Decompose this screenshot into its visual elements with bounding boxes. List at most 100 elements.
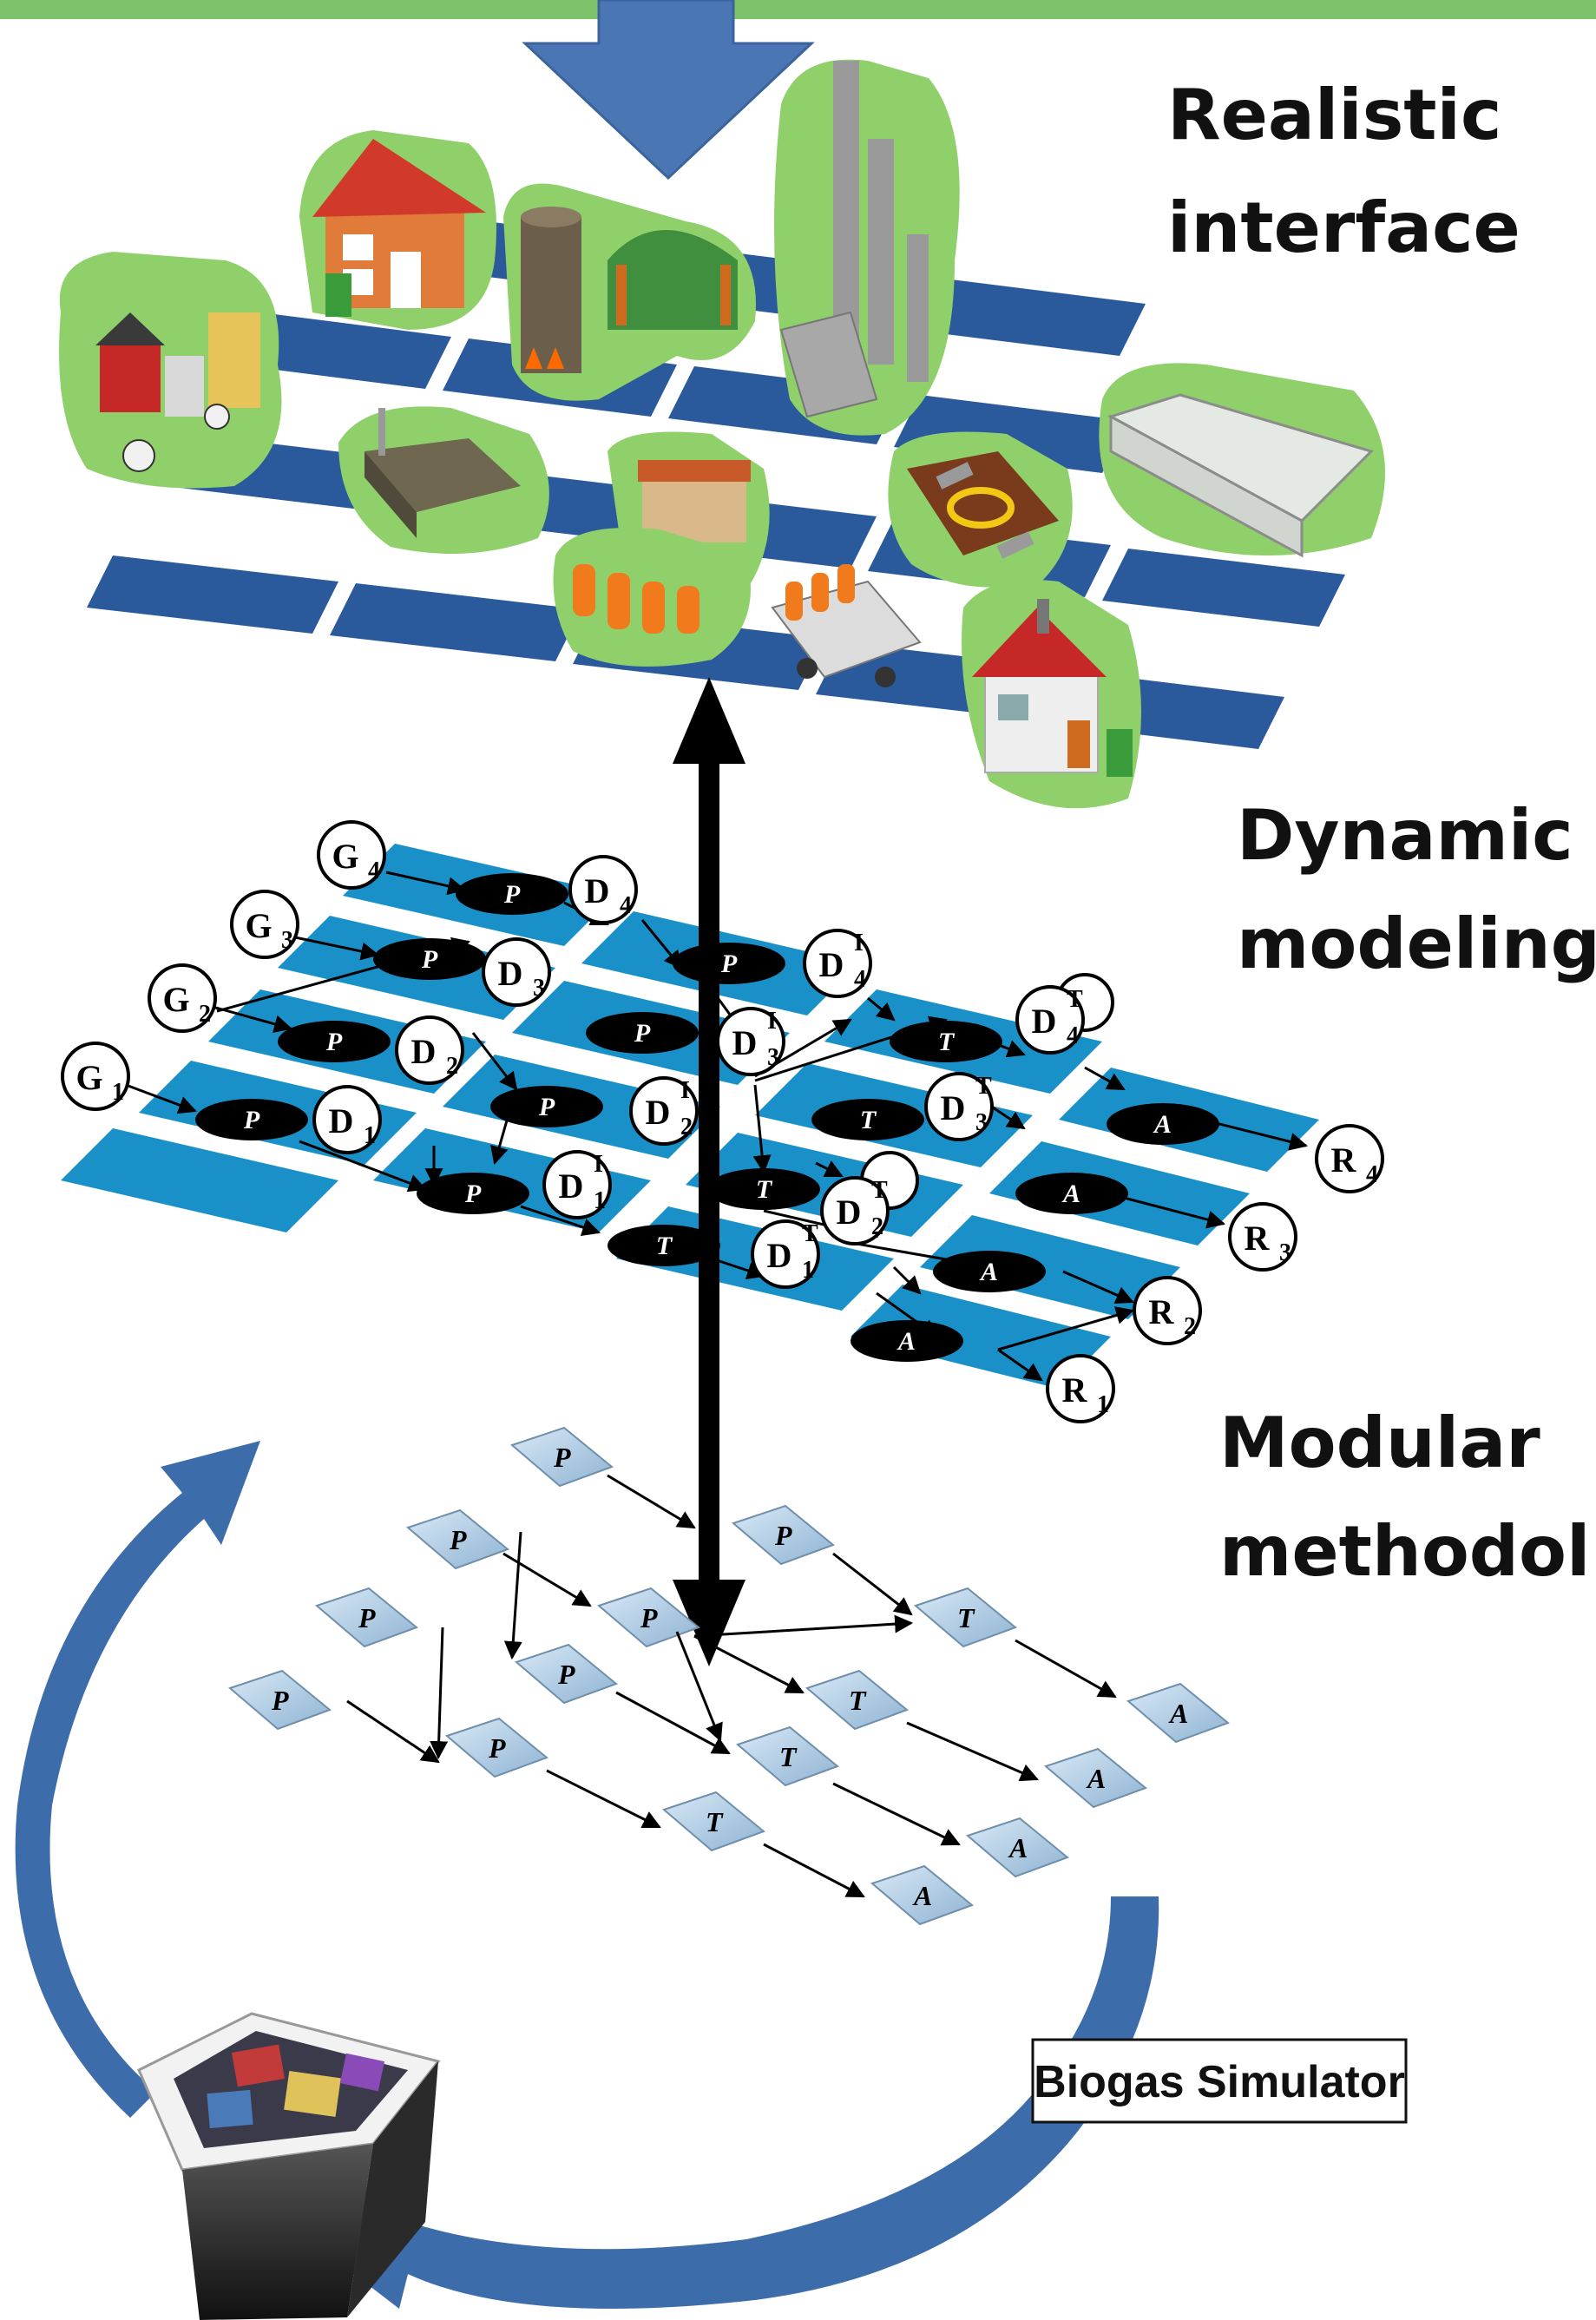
svg-text:1: 1: [112, 1079, 124, 1106]
small-house-icon: [962, 580, 1141, 809]
svg-text:D: D: [941, 1088, 966, 1127]
svg-text:I: I: [680, 1077, 690, 1104]
proc-P6: P: [490, 1086, 603, 1127]
chip-A4: A: [1126, 1682, 1230, 1744]
truck-icon: [771, 564, 922, 687]
svg-text:4: 4: [620, 892, 632, 919]
chip-T2: T: [736, 1725, 839, 1787]
node-D1-prime: DI1: [542, 1150, 612, 1219]
layer-title-modular-line2: methodol: [1219, 1511, 1590, 1592]
chip-A2: A: [966, 1817, 1069, 1878]
node-D2-prime: DI2: [629, 1076, 699, 1146]
svg-text:P: P: [720, 950, 738, 978]
layer-title-realistic: Realistic interface: [1167, 75, 1526, 268]
svg-text:T: T: [706, 1806, 724, 1837]
vertical-double-arrow-icon: [673, 677, 745, 1666]
svg-text:I: I: [854, 930, 864, 956]
svg-text:D: D: [585, 871, 610, 910]
proc-T3: T: [811, 1099, 924, 1140]
svg-text:2: 2: [199, 1001, 211, 1028]
svg-text:T: T: [871, 1177, 888, 1204]
svg-text:A: A: [1061, 1180, 1080, 1208]
svg-text:2: 2: [871, 1213, 883, 1240]
node-D2-T: DT2: [820, 1151, 919, 1245]
svg-text:3: 3: [1279, 1239, 1291, 1266]
proc-T2: T: [707, 1168, 820, 1210]
proc-P4: P: [456, 873, 568, 915]
svg-text:D: D: [498, 954, 523, 993]
svg-text:4: 4: [854, 966, 866, 993]
svg-text:P: P: [538, 1093, 555, 1121]
touch-table-icon: [137, 2012, 441, 2320]
realistic-interface-layer: Realistic interface: [59, 59, 1526, 809]
layer-title-realistic-line2: interface: [1167, 187, 1520, 268]
chip-A1: A: [870, 1864, 974, 1926]
svg-text:3: 3: [281, 927, 293, 954]
biogas-simulator-label: Biogas Simulator: [1031, 2038, 1408, 2124]
node-D1-T: DT1: [751, 1219, 820, 1289]
svg-text:2: 2: [446, 1053, 458, 1080]
modular-methodology-layer: P P P P P T P P T A P T A T A A: [228, 1403, 1590, 1926]
svg-text:P: P: [488, 1732, 506, 1764]
svg-text:P: P: [553, 1442, 571, 1473]
cycle-arrows-icon: [15, 1441, 1159, 2309]
layer-title-dynamic: Dynamic modeling: [1237, 795, 1596, 984]
svg-text:T: T: [802, 1220, 818, 1247]
svg-text:R: R: [1245, 1219, 1271, 1258]
industrial-plant-icon: [774, 59, 960, 436]
proc-T1: T: [608, 1225, 720, 1266]
chip-T1: T: [662, 1791, 765, 1852]
svg-text:I: I: [767, 1008, 777, 1035]
layer-title-modular: Modular methodol: [1219, 1403, 1590, 1592]
svg-text:A: A: [1008, 1832, 1028, 1863]
layer-title-modular-line1: Modular: [1219, 1403, 1540, 1483]
svg-text:T: T: [779, 1741, 798, 1772]
chip-P9: P: [732, 1504, 835, 1566]
svg-text:P: P: [271, 1685, 289, 1716]
proc-P2: P: [278, 1021, 391, 1062]
svg-text:T: T: [975, 1073, 992, 1100]
svg-text:D: D: [732, 1023, 758, 1062]
proc-A4: A: [1107, 1103, 1219, 1145]
house-icon: [299, 130, 496, 330]
chip-P1: P: [228, 1669, 332, 1731]
svg-text:P: P: [634, 1019, 651, 1048]
proc-P7: P: [586, 1012, 699, 1054]
svg-text:T: T: [957, 1602, 975, 1633]
lagoon-icon: [338, 406, 549, 554]
svg-text:R: R: [1062, 1370, 1088, 1410]
proc-P5: P: [417, 1173, 529, 1214]
svg-text:G: G: [245, 906, 272, 945]
svg-text:P: P: [774, 1520, 792, 1551]
svg-text:D: D: [559, 1167, 584, 1206]
svg-text:P: P: [464, 1180, 482, 1208]
greenhouse-icon: [1099, 363, 1385, 558]
layer-title-realistic-line1: Realistic: [1167, 75, 1501, 155]
svg-text:3: 3: [975, 1109, 988, 1136]
node-D4-T: DT4: [1015, 973, 1114, 1055]
chip-A3: A: [1044, 1747, 1147, 1809]
svg-text:2: 2: [680, 1114, 693, 1140]
svg-text:A: A: [912, 1880, 932, 1911]
svg-text:P: P: [243, 1106, 260, 1134]
svg-text:A: A: [979, 1258, 998, 1286]
svg-text:P: P: [358, 1602, 376, 1633]
svg-text:T: T: [849, 1685, 867, 1716]
svg-text:G: G: [162, 980, 189, 1019]
biogas-simulator-text: Biogas Simulator: [1034, 2057, 1405, 2107]
svg-text:3: 3: [767, 1044, 779, 1071]
chip-P4: P: [510, 1426, 614, 1488]
layer-title-dynamic-line1: Dynamic: [1237, 795, 1573, 876]
module-chips: P P P P P T P P T A P T A T A A: [228, 1426, 1230, 1926]
top-band: [0, 0, 1596, 19]
process-ellipses: P P P P P P P P T T T T A A A A: [195, 873, 1219, 1362]
